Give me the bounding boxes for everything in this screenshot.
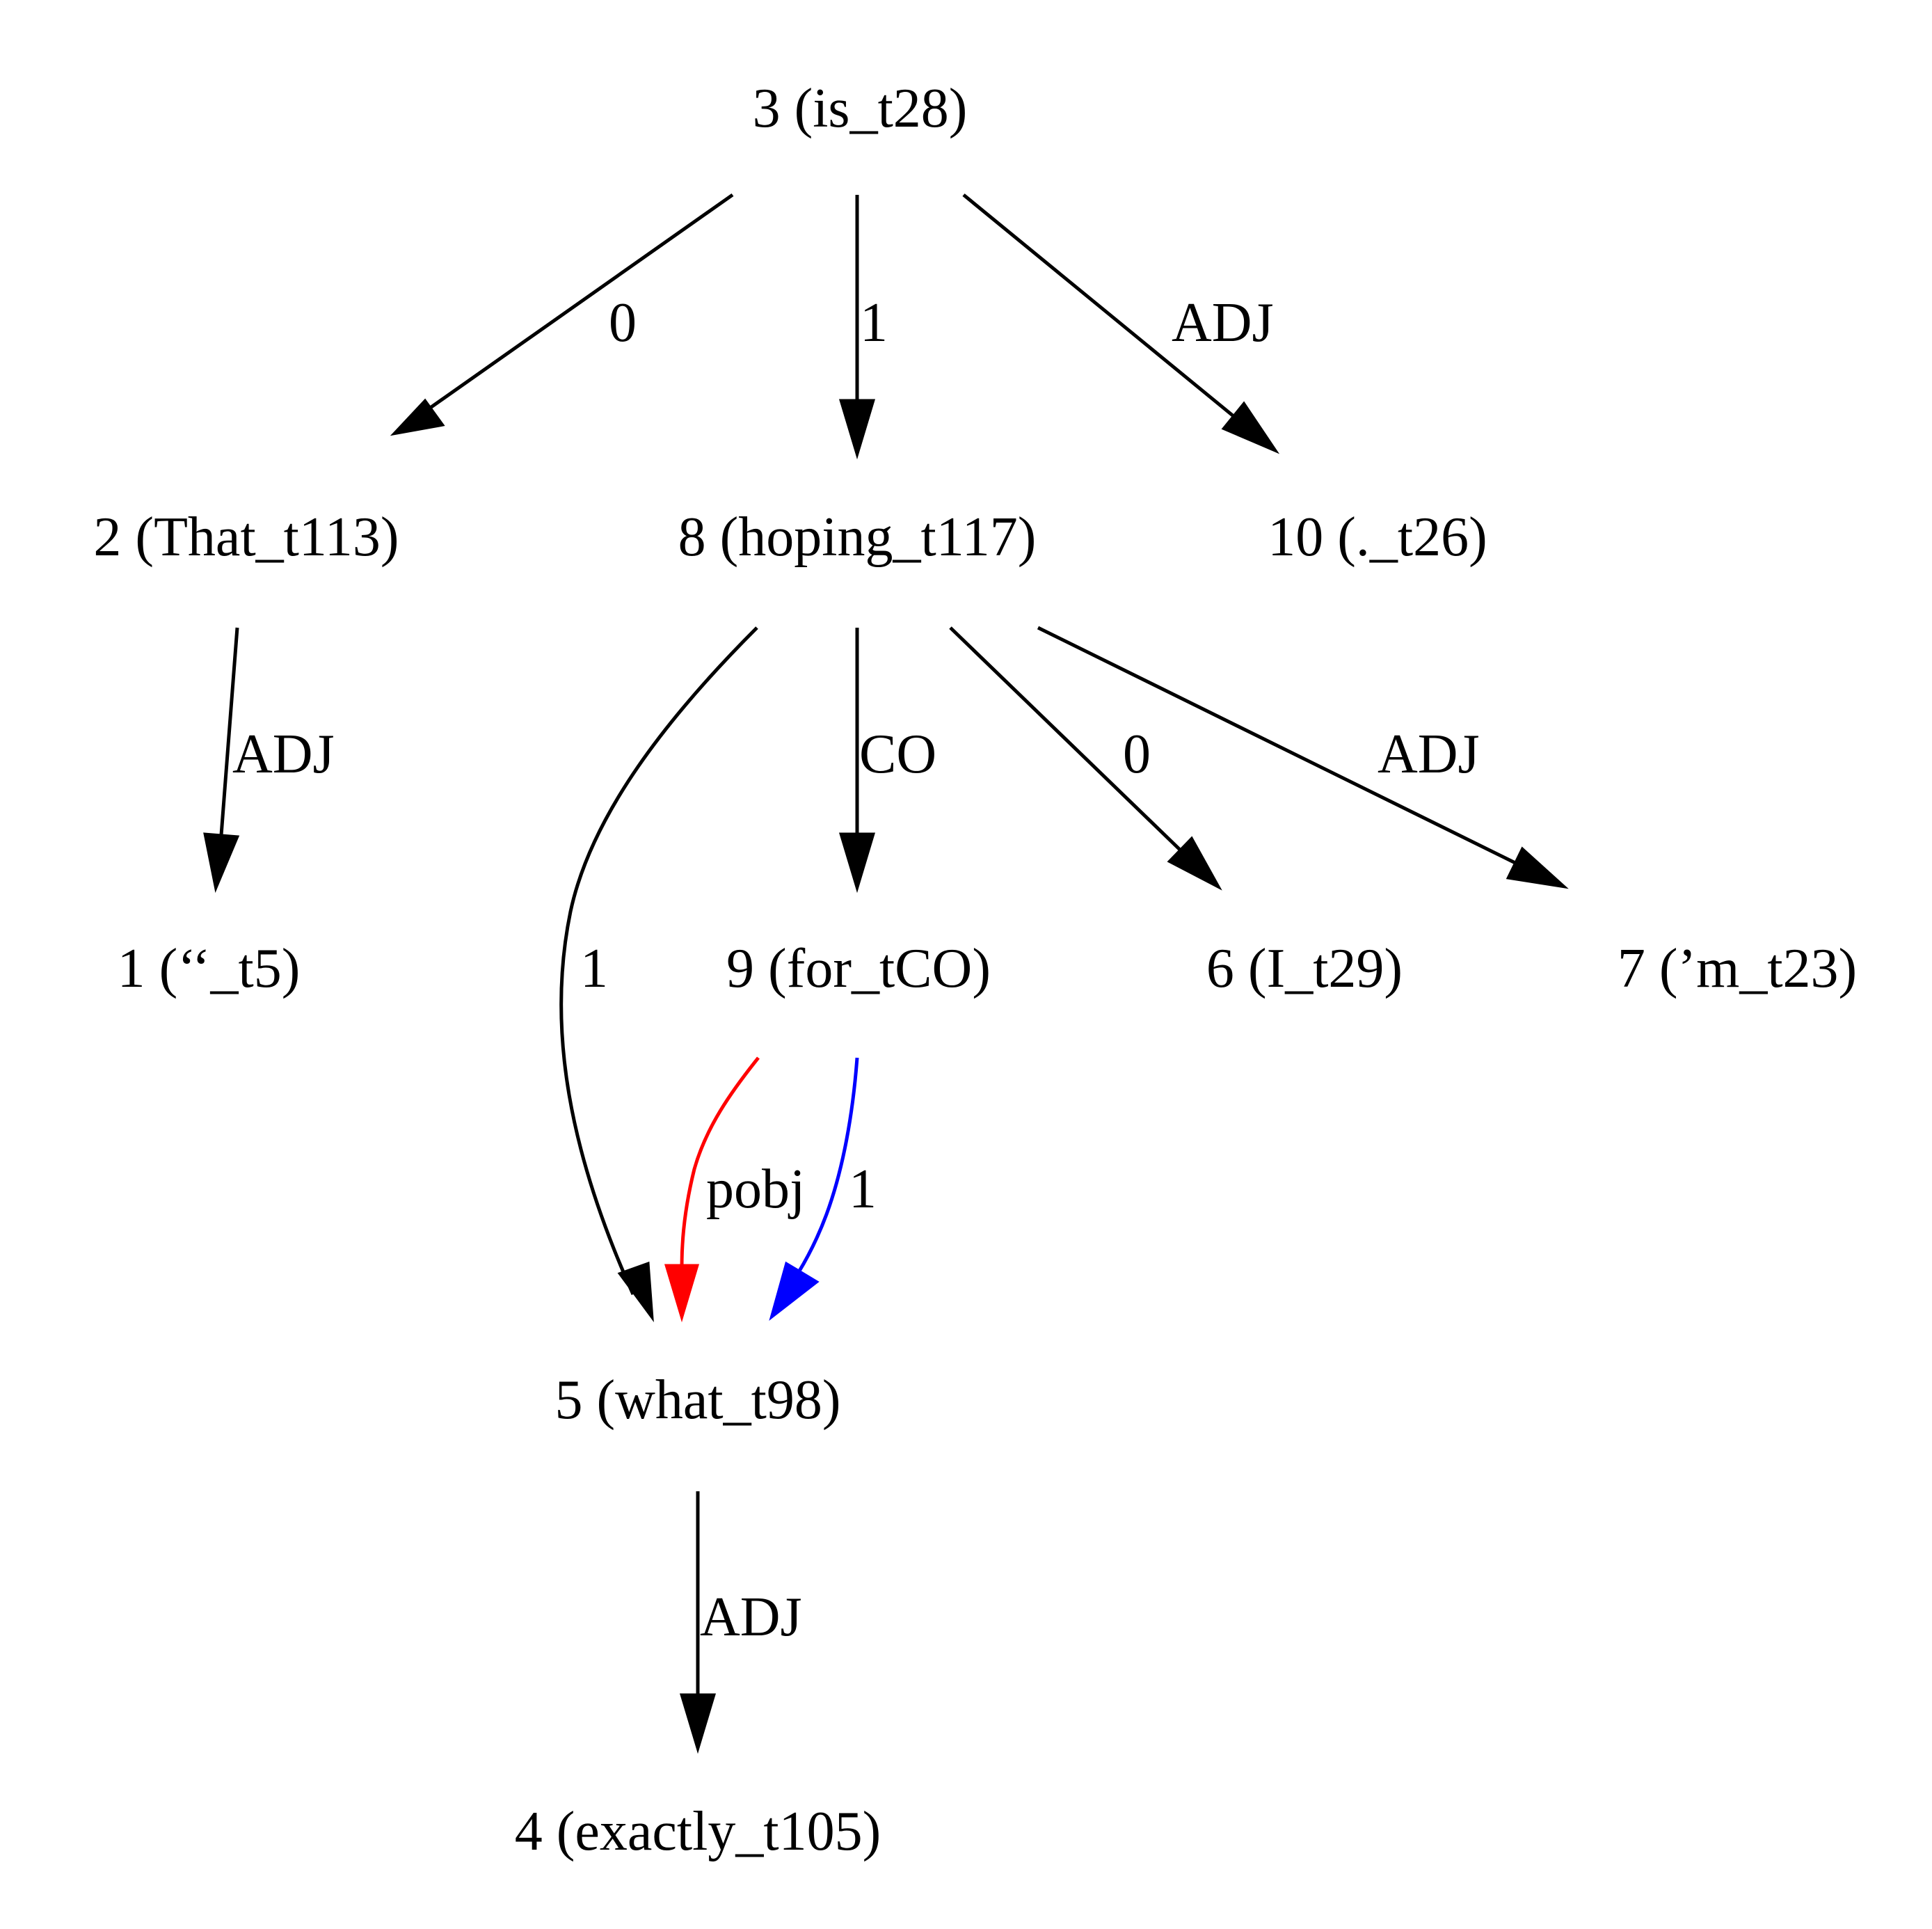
edges: 0 1 ADJ ADJ 1 CO 0 ADJ pobj	[203, 193, 1569, 1754]
node-6: 6 (I_t29)	[1206, 938, 1403, 999]
edge-3-10-line	[962, 193, 1235, 418]
edge-3-10-label: ADJ	[1172, 292, 1274, 354]
node-7: 7 (’m_t23)	[1618, 938, 1857, 999]
edge-5-4-label: ADJ	[700, 1587, 802, 1648]
edge-9-5-1-label: 1	[849, 1159, 877, 1220]
nodes: 3 (is_t28) 2 (That_t113) 8 (hoping_t117)…	[93, 78, 1857, 1862]
edge-8-5-line	[559, 626, 758, 1296]
edge-2-1-label: ADJ	[232, 724, 335, 785]
edge-8-9-label: CO	[859, 724, 936, 785]
edge-3-10-arrowhead	[1221, 401, 1280, 454]
edge-8-6-line	[949, 626, 1182, 852]
node-2: 2 (That_t113)	[93, 507, 399, 568]
edge-9-5-pobj-label: pobj	[706, 1159, 805, 1220]
edge-9-5-pobj-arrowhead	[664, 1264, 700, 1323]
edge-2-1-arrowhead	[203, 832, 240, 894]
edge-8-7-label: ADJ	[1378, 724, 1480, 785]
edge-3-8-label: 1	[860, 292, 888, 354]
edge-8-7-arrowhead	[1506, 846, 1569, 889]
edge-5-4-arrowhead	[679, 1693, 717, 1754]
edge-3-2-label: 0	[609, 292, 637, 354]
node-10: 10 (._t26)	[1268, 507, 1487, 568]
edge-8-7-line	[1037, 626, 1517, 865]
edge-8-6-label: 0	[1123, 724, 1151, 785]
edge-8-5-arrowhead	[617, 1261, 654, 1323]
edge-8-6-arrowhead	[1167, 836, 1222, 891]
node-1: 1 (‘‘_t5)	[118, 938, 301, 999]
edge-8-9-arrowhead	[838, 832, 876, 894]
node-4: 4 (exactly_t105)	[515, 1801, 881, 1862]
edge-3-2-line	[409, 193, 734, 424]
node-8: 8 (hoping_t117)	[678, 507, 1037, 568]
node-3: 3 (is_t28)	[753, 78, 968, 139]
edge-3-8-arrowhead	[838, 399, 876, 460]
edge-9-5-1-line	[797, 1057, 859, 1273]
node-9: 9 (for_tCO)	[726, 938, 991, 999]
edge-8-5-label: 1	[580, 938, 608, 999]
edge-2-1-line	[219, 627, 239, 836]
edge-9-5-pobj-line	[680, 1056, 760, 1267]
edge-3-2-arrowhead	[390, 398, 445, 436]
edge-9-5-1-arrowhead	[769, 1261, 820, 1321]
node-5: 5 (what_t98)	[554, 1370, 840, 1431]
